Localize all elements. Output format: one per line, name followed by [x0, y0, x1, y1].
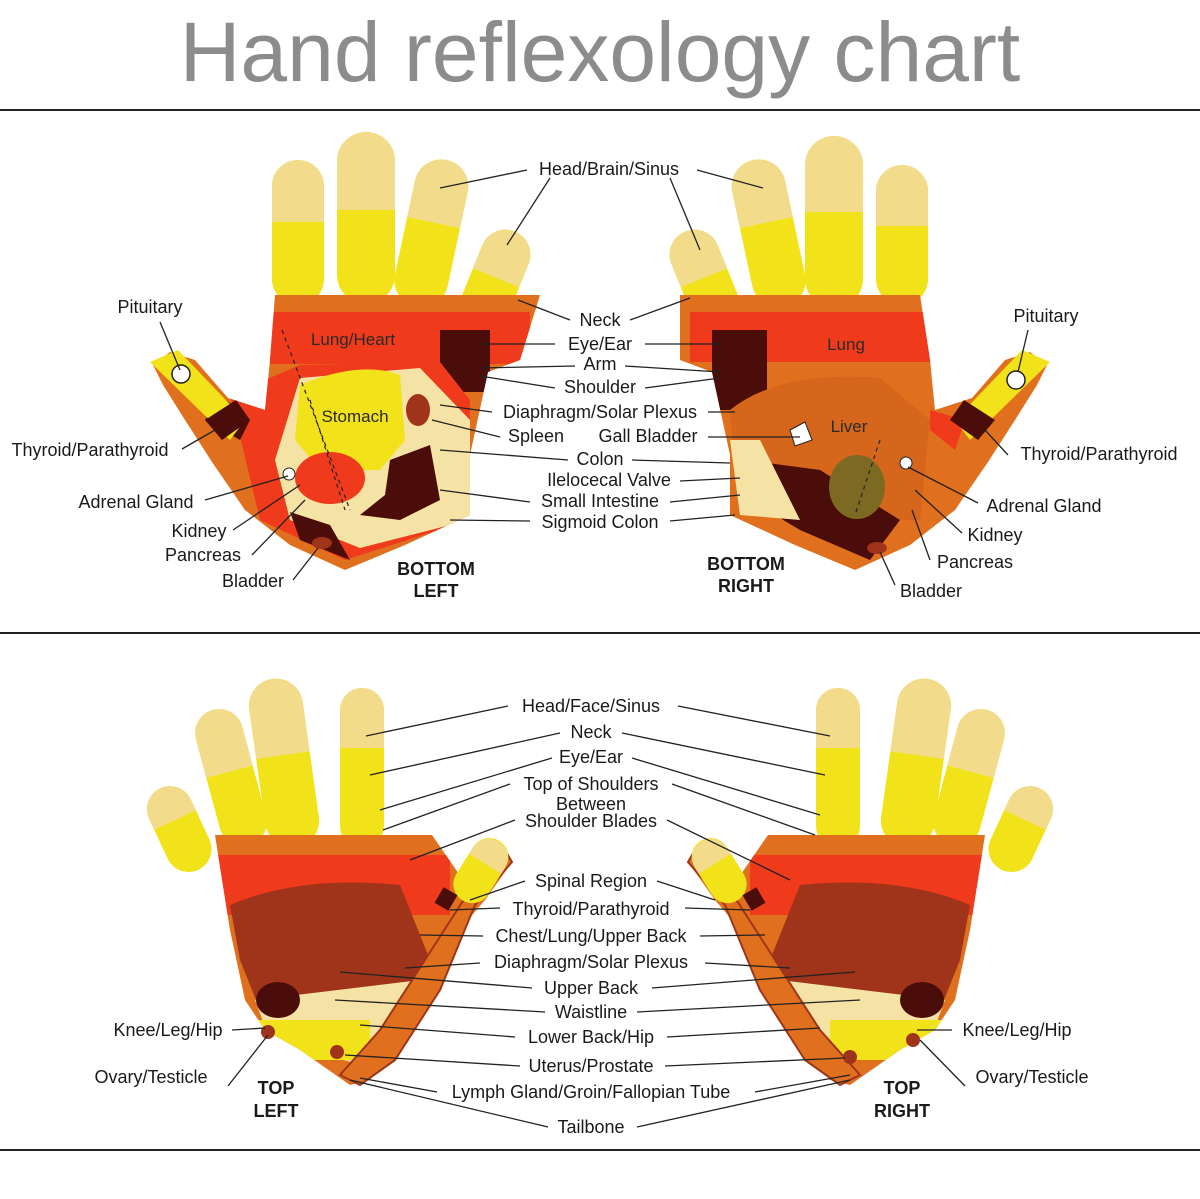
label-top-of-shoulders: Top of Shoulders: [523, 774, 658, 794]
finger-ring-tl: [195, 709, 267, 846]
label-head-face-sinus: Head/Face/Sinus: [522, 696, 660, 716]
label-bladder-right: Bladder: [900, 581, 962, 601]
label-small-intestine: Small Intestine: [541, 491, 659, 511]
label-pancreas-left: Pancreas: [165, 545, 241, 565]
finger-ring-br: [805, 136, 863, 308]
label-pancreas-right: Pancreas: [937, 552, 1013, 572]
label-adrenal-right: Adrenal Gland: [986, 496, 1101, 516]
label-thyroid-right: Thyroid/Parathyroid: [1020, 444, 1177, 464]
label-stomach: Stomach: [321, 407, 388, 426]
corner-bottom-right-line2: RIGHT: [718, 576, 774, 596]
corner-top-right-line2: RIGHT: [874, 1101, 930, 1121]
bottom-right-hand: Lung Liver: [669, 136, 1050, 570]
label-kidney-right: Kidney: [967, 525, 1022, 545]
finger-pinky-tr: [988, 786, 1054, 873]
label-kidney-left: Kidney: [171, 521, 226, 541]
label-ileocecal-valve: Ilelocecal Valve: [547, 470, 671, 490]
thumb-tl: [453, 837, 509, 904]
label-colon: Colon: [576, 449, 623, 469]
label-upper-back: Upper Back: [544, 978, 639, 998]
finger-index-tl: [340, 688, 384, 848]
label-thyroid-left: Thyroid/Parathyroid: [11, 440, 168, 460]
label-waistline: Waistline: [555, 1002, 627, 1022]
label-chest-lung: Chest/Lung/Upper Back: [495, 926, 687, 946]
label-neck-top: Neck: [570, 722, 612, 742]
corner-top-right-line1: TOP: [884, 1078, 921, 1098]
label-ovary-testicle-right: Ovary/Testicle: [975, 1067, 1088, 1087]
label-thyroid-top: Thyroid/Parathyroid: [512, 899, 669, 919]
label-bladder-left: Bladder: [222, 571, 284, 591]
thumb-tr: [691, 837, 747, 904]
finger-middle-tr: [880, 678, 952, 848]
top-leader-lines: [227, 705, 966, 1128]
label-lymph-gland: Lymph Gland/Groin/Fallopian Tube: [452, 1082, 731, 1102]
bottom-labels: Head/Brain/Sinus Neck Eye/Ear Arm Should…: [11, 159, 1177, 601]
label-spleen: Spleen: [508, 426, 564, 446]
label-arm: Arm: [584, 354, 617, 374]
label-between: Between: [556, 794, 626, 814]
finger-pinky-tl: [146, 786, 212, 873]
top-labels: Head/Face/Sinus Neck Eye/Ear Top of Shou…: [94, 696, 1088, 1137]
label-neck-bottom: Neck: [579, 310, 621, 330]
finger-pinky-bl: [272, 160, 324, 305]
label-lung: Lung: [827, 335, 865, 354]
label-diaphragm-top: Diaphragm/Solar Plexus: [494, 952, 688, 972]
label-eye-ear-top: Eye/Ear: [559, 747, 623, 767]
finger-middle-bl: [394, 159, 469, 308]
page-title: Hand reflexology chart: [179, 5, 1021, 99]
label-gall-bladder: Gall Bladder: [598, 426, 697, 446]
label-spinal-region: Spinal Region: [535, 871, 647, 891]
label-diaphragm-bottom: Diaphragm/Solar Plexus: [503, 402, 697, 422]
label-liver: Liver: [831, 417, 868, 436]
finger-ring-bl: [337, 132, 395, 304]
label-lung-heart: Lung/Heart: [311, 330, 395, 349]
label-uterus-prostate: Uterus/Prostate: [528, 1056, 653, 1076]
label-adrenal-left: Adrenal Gland: [78, 492, 193, 512]
label-shoulder: Shoulder: [564, 377, 636, 397]
label-knee-leg-hip-left: Knee/Leg/Hip: [113, 1020, 222, 1040]
label-shoulder-blades: Shoulder Blades: [525, 811, 657, 831]
finger-index-tr: [816, 688, 860, 848]
label-knee-leg-hip-right: Knee/Leg/Hip: [962, 1020, 1071, 1040]
label-head-brain-sinus: Head/Brain/Sinus: [539, 159, 679, 179]
finger-ring-tr: [933, 709, 1005, 846]
bottom-leader-lines: [159, 169, 1029, 586]
bottom-left-hand: Lung/Heart Stomach: [150, 132, 540, 570]
corner-bottom-left-line2: LEFT: [414, 581, 459, 601]
label-sigmoid-colon: Sigmoid Colon: [541, 512, 658, 532]
label-pituitary-left: Pituitary: [117, 297, 182, 317]
label-pituitary-right: Pituitary: [1013, 306, 1078, 326]
label-eye-ear-bottom: Eye/Ear: [568, 334, 632, 354]
finger-middle-tl: [248, 678, 320, 848]
label-lower-back-hip: Lower Back/Hip: [528, 1027, 654, 1047]
label-ovary-testicle-left: Ovary/Testicle: [94, 1067, 207, 1087]
finger-pinky-br: [876, 165, 928, 305]
corner-bottom-left-line1: BOTTOM: [397, 559, 475, 579]
corner-top-left-line2: LEFT: [254, 1101, 299, 1121]
label-tailbone: Tailbone: [557, 1117, 624, 1137]
corner-top-left-line1: TOP: [258, 1078, 295, 1098]
finger-middle-br: [731, 159, 806, 308]
corner-bottom-right-line1: BOTTOM: [707, 554, 785, 574]
